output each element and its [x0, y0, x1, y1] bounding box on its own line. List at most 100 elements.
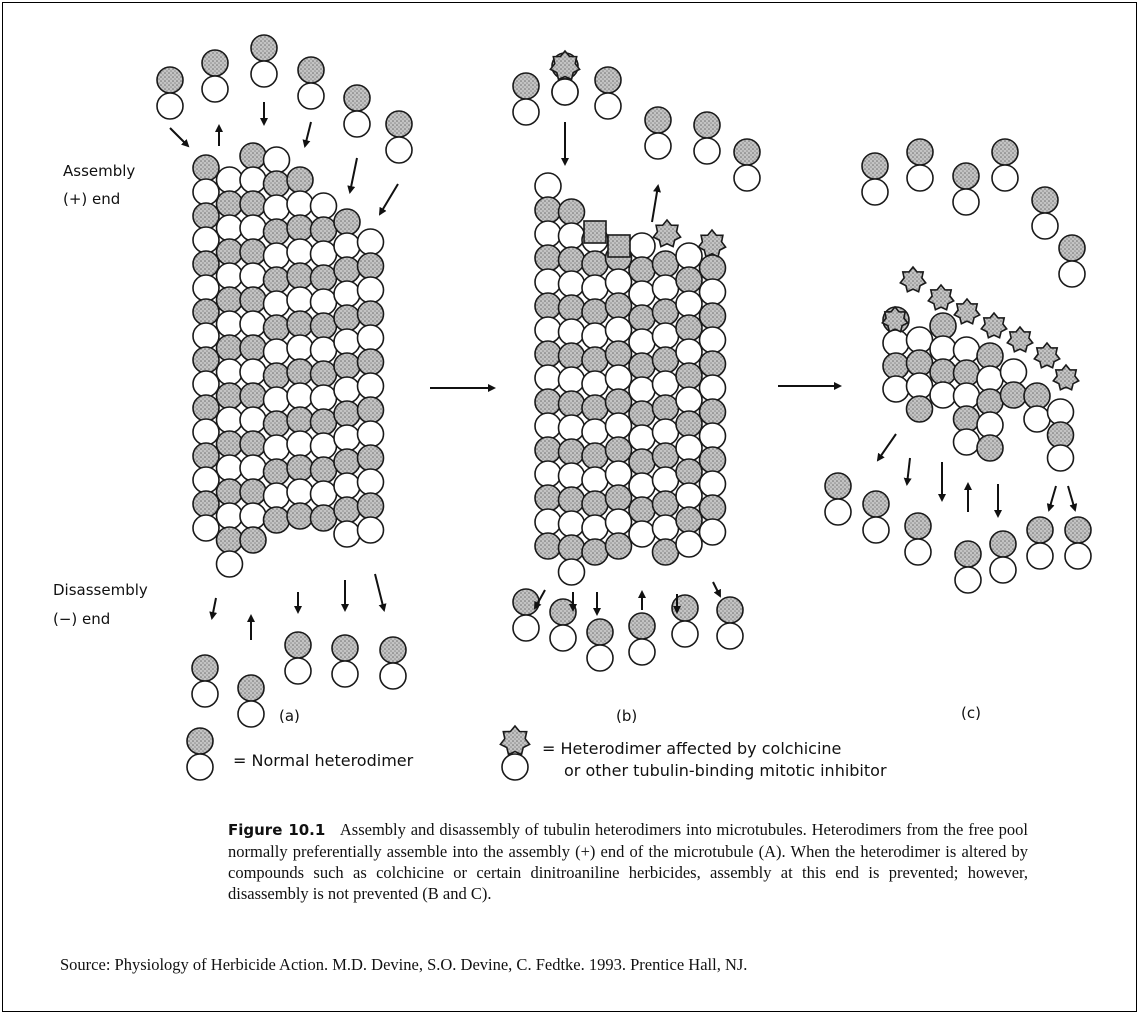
- flow-arrow: [374, 573, 387, 612]
- shaded-subunit: [604, 340, 633, 368]
- free-heterodimer: [512, 72, 540, 126]
- free-heterodimer: [861, 152, 889, 206]
- open-subunit: [286, 334, 314, 362]
- free-heterodimer: [862, 490, 890, 544]
- shaded-subunit: [215, 190, 244, 218]
- open-subunit: [594, 92, 622, 120]
- open-subunit: [356, 372, 385, 400]
- shaded-subunit: [262, 314, 291, 342]
- shaded-subunit: [192, 202, 220, 230]
- shaded-subunit: [905, 349, 934, 377]
- shaded-subunit: [239, 478, 267, 506]
- colchicine-bound-subunit-icon: [927, 283, 955, 311]
- open-subunit: [698, 470, 727, 498]
- open-subunit: [333, 280, 361, 308]
- free-heterodimer: [824, 472, 852, 526]
- open-subunit: [954, 566, 982, 594]
- legend-affected-heterodimer-icon: [499, 724, 531, 781]
- colchicine-bound-subunit-icon: [549, 49, 581, 81]
- shaded-subunit: [604, 436, 633, 464]
- open-subunit: [239, 166, 267, 194]
- shaded-subunit: [557, 390, 586, 418]
- open-subunit: [1064, 542, 1092, 570]
- shaded-subunit: [594, 66, 622, 94]
- shaded-subunit: [882, 352, 910, 380]
- microtubule-a: [192, 142, 385, 578]
- shaded-subunit: [331, 634, 359, 662]
- open-subunit: [333, 424, 361, 452]
- free-heterodimer: [1058, 234, 1086, 288]
- open-subunit: [262, 338, 291, 366]
- open-subunit: [952, 382, 981, 410]
- shaded-subunit: [906, 138, 934, 166]
- shaded-subunit: [1023, 382, 1051, 410]
- open-subunit: [989, 556, 1017, 584]
- shaded-subunit: [604, 484, 633, 512]
- flow-arrow: [534, 589, 546, 610]
- shaded-subunit: [215, 286, 244, 314]
- shaded-subunit: [999, 381, 1028, 409]
- open-subunit: [581, 370, 609, 398]
- free-heterodimer: [331, 634, 359, 688]
- shaded-subunit: [557, 342, 586, 370]
- open-subunit: [286, 382, 314, 410]
- shaded-subunit: [309, 216, 338, 244]
- open-subunit: [581, 322, 609, 350]
- open-subunit: [186, 753, 214, 781]
- open-subunit: [250, 60, 278, 88]
- shaded-subunit: [1046, 421, 1075, 449]
- open-subunit: [215, 262, 244, 290]
- shaded-subunit: [976, 434, 1004, 462]
- shaded-subunit: [651, 250, 680, 278]
- open-subunit: [952, 336, 981, 364]
- shaded-subunit: [675, 410, 703, 438]
- shaded-subunit: [628, 448, 656, 476]
- open-subunit: [534, 316, 562, 344]
- open-subunit: [557, 558, 586, 586]
- shaded-subunit: [1064, 516, 1092, 544]
- shaded-subunit: [262, 362, 291, 390]
- affected-subunit: [607, 234, 631, 258]
- shaded-subunit: [201, 49, 229, 77]
- open-subunit: [551, 78, 579, 106]
- open-subunit: [239, 310, 267, 338]
- colchicine-bound-subunit-icon: [953, 297, 981, 325]
- open-subunit: [356, 228, 385, 256]
- microtubule-lattices: [192, 142, 1080, 586]
- open-subunit: [557, 270, 586, 298]
- open-subunit: [628, 424, 656, 452]
- open-subunit: [581, 514, 609, 542]
- shaded-subunit: [192, 154, 220, 182]
- open-subunit: [534, 220, 562, 248]
- free-heterodimer: [250, 34, 278, 88]
- open-subunit: [356, 516, 385, 544]
- open-subunit: [309, 480, 338, 508]
- open-subunit: [262, 242, 291, 270]
- flow-arrow: [378, 183, 399, 216]
- flow-arrow: [1067, 485, 1078, 512]
- shaded-subunit: [286, 262, 314, 290]
- open-subunit: [262, 146, 291, 174]
- shaded-subunit: [534, 484, 562, 512]
- shaded-subunit: [309, 504, 338, 532]
- free-heterodimer: [1026, 516, 1054, 570]
- shaded-subunit: [534, 292, 562, 320]
- open-subunit: [698, 422, 727, 450]
- shaded-subunit: [191, 654, 219, 682]
- shaded-subunit: [192, 442, 220, 470]
- shaded-subunit: [534, 388, 562, 416]
- source-citation: Source: Physiology of Herbicide Action. …: [60, 955, 748, 974]
- open-subunit: [333, 472, 361, 500]
- caption-text: Assembly and disassembly of tubulin hete…: [228, 820, 1029, 903]
- open-subunit: [604, 316, 633, 344]
- colchicine-bound-subunit-icon: [1052, 363, 1080, 391]
- open-subunit: [675, 290, 703, 318]
- shaded-subunit: [356, 492, 385, 520]
- open-subunit: [929, 381, 957, 409]
- shaded-subunit: [333, 352, 361, 380]
- shaded-subunit: [989, 530, 1017, 558]
- shaded-subunit: [239, 238, 267, 266]
- shaded-subunit: [557, 534, 586, 562]
- shaded-subunit: [1031, 186, 1059, 214]
- open-subunit: [581, 466, 609, 494]
